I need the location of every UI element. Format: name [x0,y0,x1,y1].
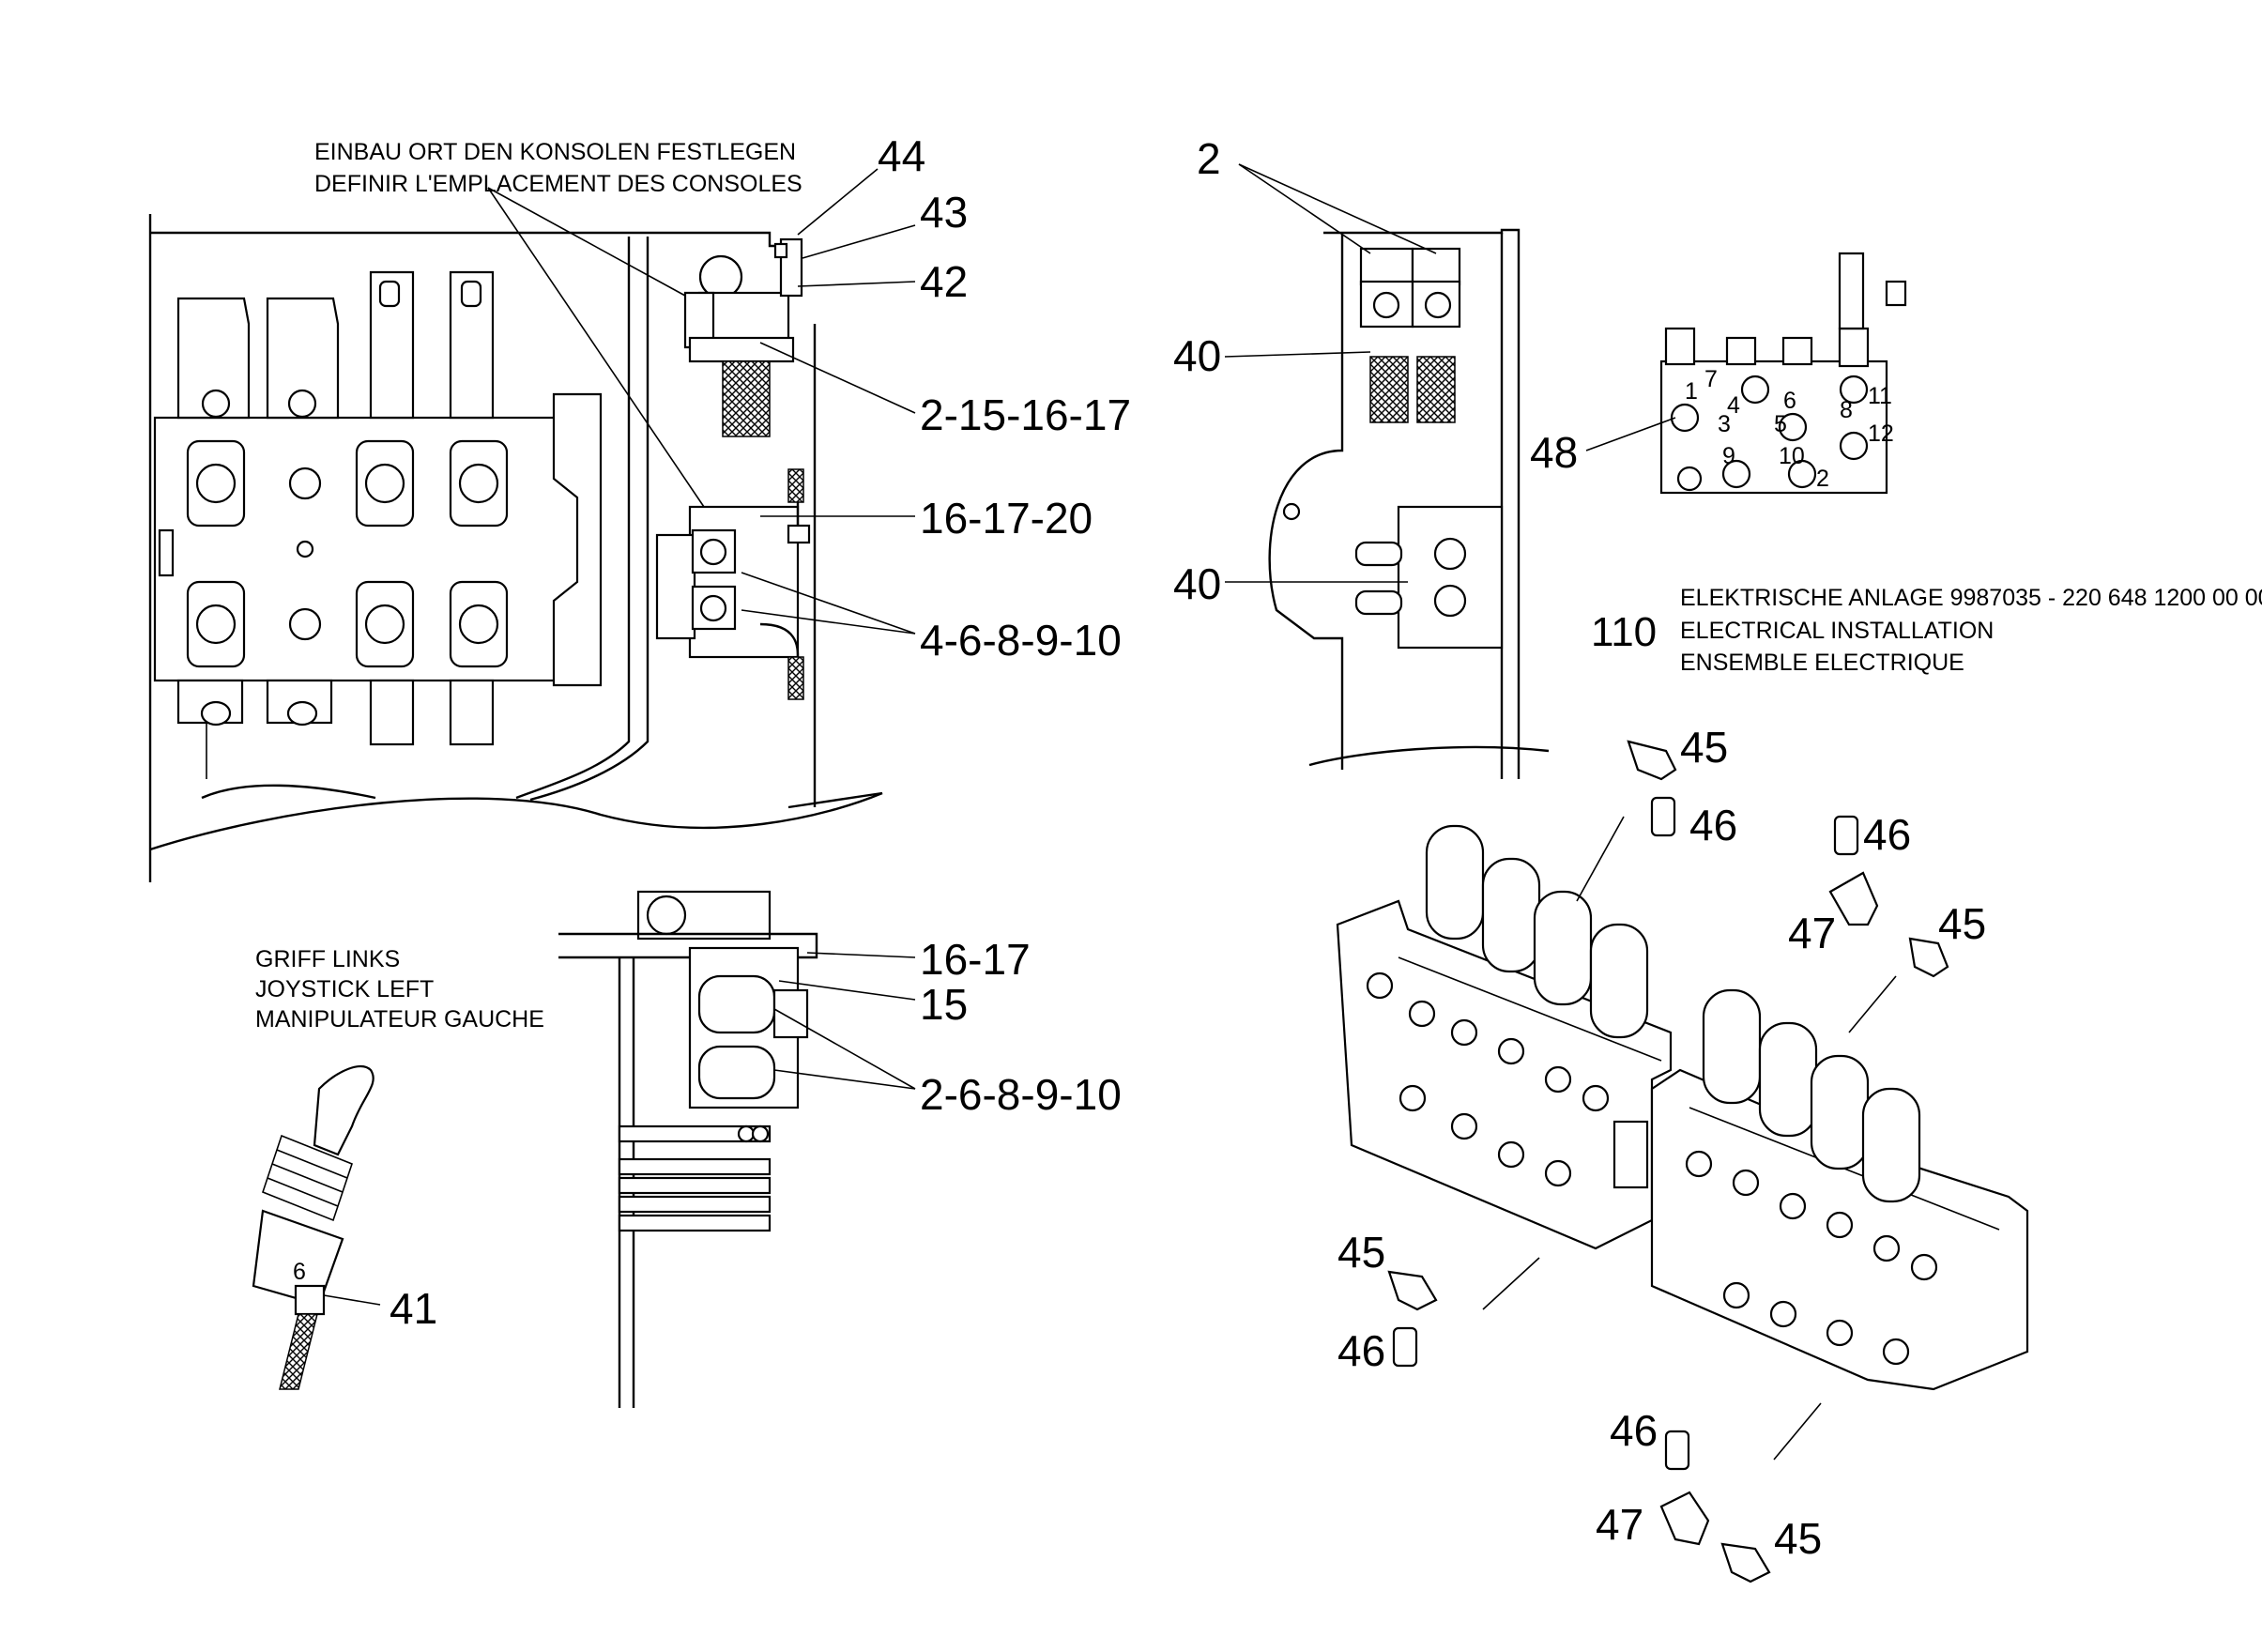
callout-42: 42 [920,257,968,306]
port-number: 7 [1704,366,1718,392]
solenoid-row-top [176,270,495,420]
callout-16-17-20: 16-17-20 [920,494,1093,543]
control-valve-assembly [1336,824,2029,1391]
fitting-stack [618,1124,772,1232]
callout-45-bottom: 45 [1774,1514,1822,1563]
callout-4-6-8-9-10: 4-6-8-9-10 [920,616,1122,665]
note-console-fr: DEFINIR L'EMPLACEMENT DES CONSOLES [314,171,802,197]
port-number: 6 [1783,388,1796,414]
callout-2: 2 [1197,134,1221,183]
note-joystick-en: JOYSTICK LEFT [255,976,434,1002]
note-elec-ref: 110 [1591,609,1657,655]
callout-44: 44 [878,131,925,180]
bracket-top-center [1268,228,1550,779]
port-number: 4 [1727,392,1740,419]
callout-45-right: 45 [1938,899,1986,948]
valve-cylinders-right [1702,988,1921,1203]
leader-lines [323,163,1897,1461]
port-number: 1 [1685,378,1698,405]
note-elec-de: ELEKTRISCHE ANLAGE 9987035 - 220 648 120… [1680,585,2262,611]
joystick-mark: 6 [293,1259,306,1285]
fittings [1387,740,1949,1583]
callout-45-top: 45 [1680,723,1728,772]
note-elec-en: ELECTRICAL INSTALLATION [1680,618,1994,644]
callout-43: 43 [920,188,968,237]
port-number: 5 [1774,411,1787,437]
valve-block-top-left [148,214,883,882]
console-upper [683,237,803,437]
callout-46-right: 46 [1863,810,1911,859]
callout-2-15-16-17: 2-15-16-17 [920,390,1131,439]
note-joystick-fr: MANIPULATEUR GAUCHE [255,1006,544,1032]
port-number: 11 [1868,383,1892,409]
callout-46-top: 46 [1689,801,1737,849]
callout-46-bottom: 46 [1610,1406,1658,1455]
callout-46-left: 46 [1337,1326,1385,1375]
callout-45-left: 45 [1337,1228,1385,1277]
solenoid-row-bottom [176,679,495,746]
callout-40-lower: 40 [1173,559,1221,608]
port-number: 8 [1840,397,1853,423]
joystick-left: 6 [252,1065,374,1390]
callouts: 44 43 42 2-15-16-17 16-17-20 4-6-8-9-10 … [390,131,1986,1563]
note-console-de: EINBAU ORT DEN KONSOLEN FESTLEGEN [314,139,796,165]
callout-47-right: 47 [1788,909,1836,957]
callout-15: 15 [920,980,968,1029]
port-number: 9 [1722,443,1735,469]
note-elec-fr: ENSEMBLE ELECTRIQUE [1680,650,1964,676]
notes: EINBAU ORT DEN KONSOLEN FESTLEGEN DEFINI… [255,139,2262,1032]
callout-41: 41 [390,1284,437,1333]
callout-40-upper: 40 [1173,331,1221,380]
callout-47-bottom: 47 [1596,1500,1643,1549]
port-number: 12 [1868,421,1894,447]
console-lower [558,890,818,1408]
console-middle [655,468,811,700]
flange-ports [158,439,509,668]
manifold-48: 7 1 3 5 9 10 11 12 6 8 4 2 [1659,252,1907,495]
note-joystick-de: GRIFF LINKS [255,946,400,972]
port-number: 2 [1816,466,1829,492]
callout-2-6-8-9-10: 2-6-8-9-10 [920,1070,1122,1119]
valve-bolt-holes [1366,971,1938,1366]
callout-16-17: 16-17 [920,935,1031,984]
valve-cylinders-left [1425,824,1649,1039]
port-number: 10 [1779,443,1805,469]
callout-48: 48 [1530,428,1578,477]
port-number: 3 [1718,411,1731,437]
